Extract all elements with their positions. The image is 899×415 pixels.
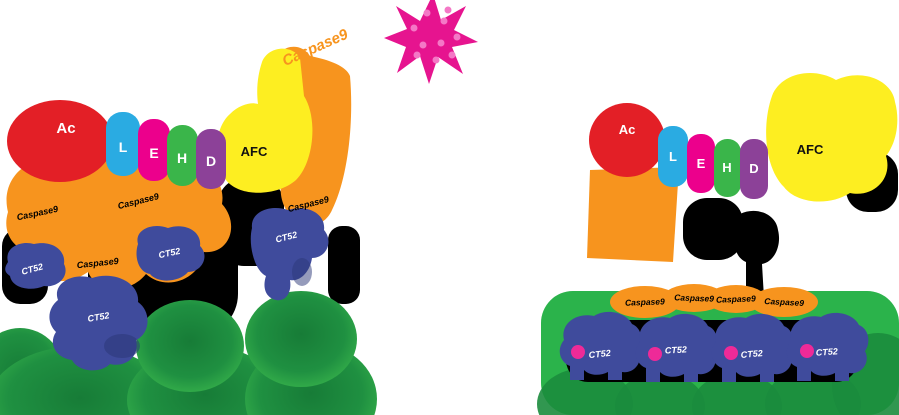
residue-pill-L: [658, 126, 688, 187]
pink-dot: [800, 344, 814, 358]
ct52-blob: [711, 313, 794, 382]
caspase9-oval: [610, 286, 680, 318]
afc-label-right: AFC: [797, 142, 824, 157]
caspase9-label: Caspase9: [625, 296, 665, 307]
burst-dots: [410, 6, 461, 64]
caspase9-oval: [706, 285, 766, 313]
burst-dot: [423, 9, 431, 17]
ct52-label: CT52: [158, 246, 182, 260]
residue-pill-D: [740, 139, 768, 199]
membrane-hill: [136, 300, 244, 392]
shadow-shape: [328, 226, 360, 304]
ct52-blob-shade: [104, 334, 140, 358]
afc-label: AFC: [241, 144, 268, 159]
ct52-blob: [136, 225, 205, 281]
ct52-label: CT52: [665, 344, 688, 355]
ct52-label: CT52: [815, 346, 838, 358]
membrane-bar-shade: [615, 373, 705, 415]
residue-pill-D: [196, 129, 226, 189]
membrane-bar-shade: [692, 373, 782, 415]
ac-blob: [7, 100, 113, 182]
residue-letter-L: L: [669, 149, 677, 164]
burst-dot: [419, 41, 427, 49]
caspase9-label: Caspase9: [674, 292, 714, 303]
linker-shape: [734, 210, 780, 298]
caspase9-oval: [750, 287, 818, 317]
burst-dot: [453, 33, 461, 41]
ct52-blob: [5, 242, 66, 289]
linker-shape: [683, 198, 743, 260]
ct52-blob: [559, 311, 642, 380]
residue-letter-H: H: [722, 160, 731, 175]
left-assembly: L E H D Ac AFC Caspase9 Caspase9 Caspase…: [0, 26, 377, 415]
pink-dot: [724, 346, 738, 360]
right-assembly: L E H D Ac AFC: [587, 73, 898, 298]
residue-pill-E: [138, 119, 170, 181]
burst-dot: [413, 51, 421, 59]
ct52-blob: [49, 275, 148, 371]
burst-dot: [444, 6, 452, 14]
ct52-label: CT52: [87, 310, 110, 324]
residue-letter-D: D: [206, 153, 216, 169]
ac-blob-right: [589, 103, 665, 177]
caspase9-label: Caspase9: [716, 293, 756, 304]
burst-dot: [410, 24, 418, 32]
burst-dot: [440, 17, 448, 25]
burst-dot: [437, 39, 445, 47]
burst-dot: [432, 56, 440, 64]
ct52-label: CT52: [588, 348, 611, 360]
fluorescence-burst: [384, 0, 478, 84]
pink-dot: [648, 347, 662, 361]
residue-letter-D: D: [749, 161, 758, 176]
residue-pill-H: [167, 125, 198, 186]
residue-pill-L: [106, 112, 140, 176]
ac-label: Ac: [56, 120, 75, 137]
pink-dot: [571, 345, 585, 359]
ct52-blob: [250, 208, 329, 301]
afc-blob-right: [766, 73, 898, 202]
caspase9-label: Caspase9: [764, 296, 804, 308]
membrane-bar-assembly: Caspase9 Caspase9 Caspase9 Caspase9 CT52…: [537, 284, 899, 415]
residue-letter-L: L: [119, 139, 128, 155]
ac-label-right: Ac: [619, 122, 636, 137]
residue-pill-E: [687, 134, 715, 193]
residue-pill-H: [714, 139, 741, 197]
residue-letter-E: E: [149, 145, 158, 161]
residue-letter-H: H: [177, 150, 187, 166]
ct52-label: CT52: [740, 348, 763, 360]
residue-letter-E: E: [697, 156, 706, 171]
caspase9-label: Caspase9: [76, 256, 119, 270]
membrane-hill: [245, 291, 357, 387]
burst-star: [384, 0, 478, 84]
ct52-blob-shade: [292, 258, 312, 286]
burst-dot: [448, 51, 456, 59]
caspase9-body-right: [587, 167, 679, 262]
afc-blob: [216, 48, 313, 193]
